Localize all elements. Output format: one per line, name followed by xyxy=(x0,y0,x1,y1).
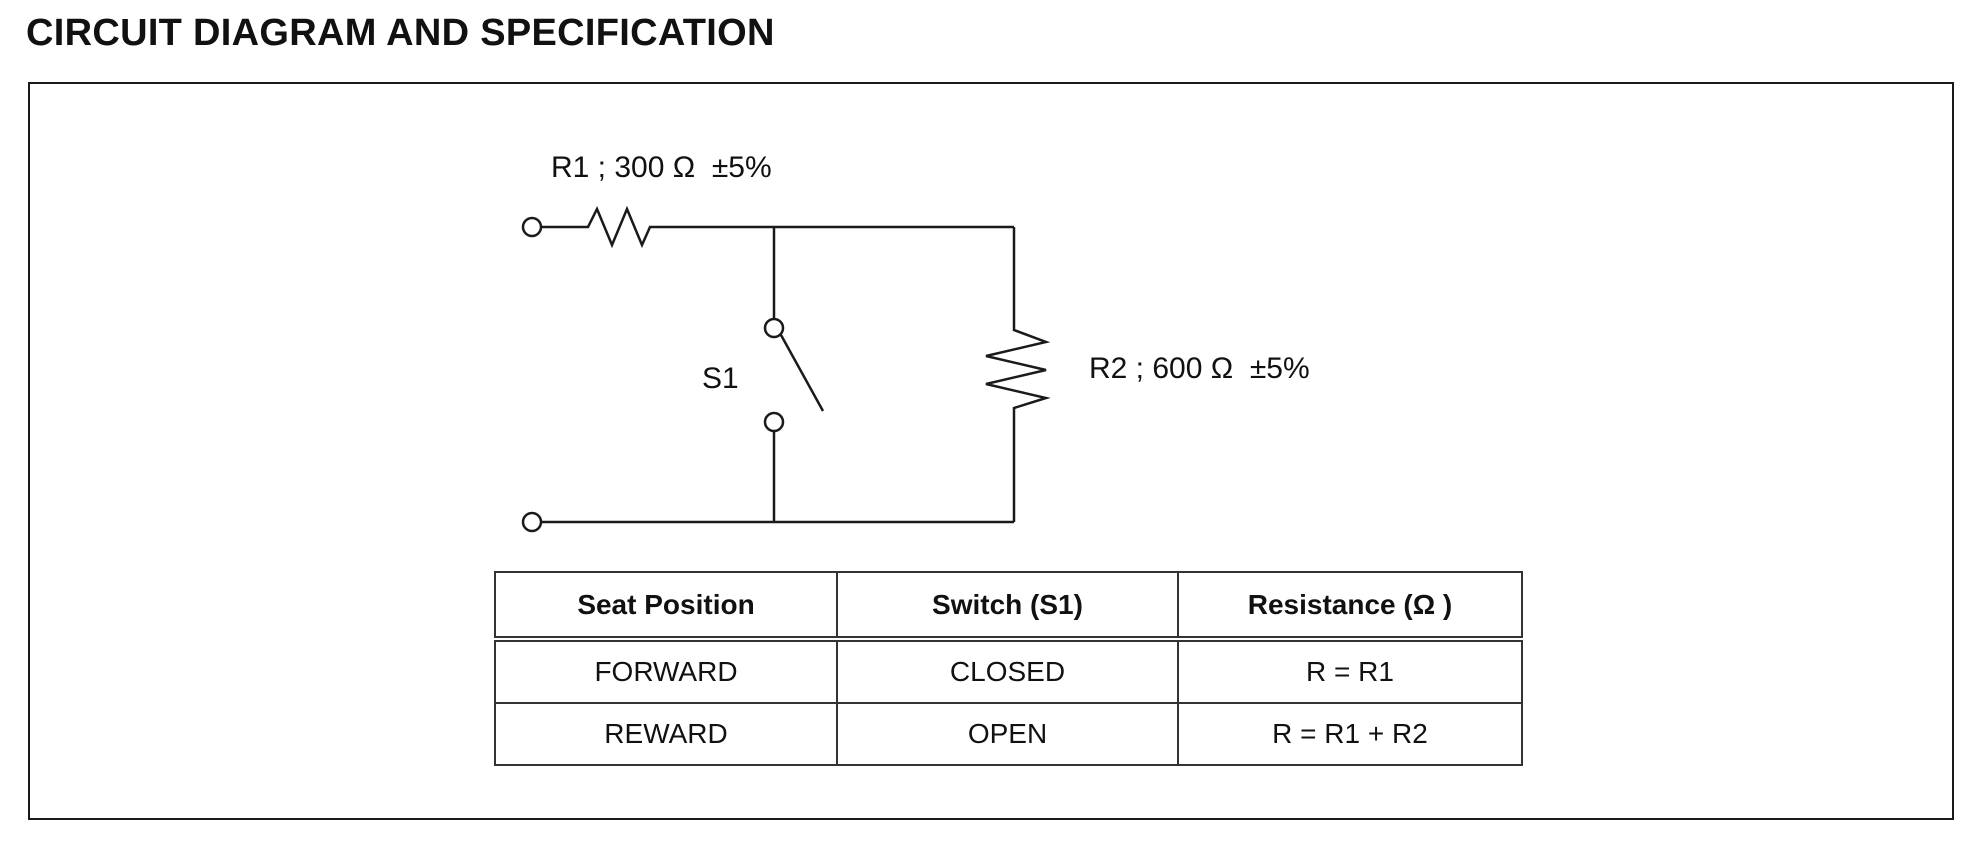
header-resistance: Resistance (Ω ) xyxy=(1177,571,1523,642)
r1-label: R1 ; 300 Ω ±5% xyxy=(551,151,772,184)
r2-label: R2 ; 600 Ω ±5% xyxy=(1089,352,1310,385)
cell-resistance: R = R1 + R2 xyxy=(1177,702,1523,766)
terminal-top xyxy=(521,216,543,238)
switch-contact-top xyxy=(763,317,785,339)
cell-switch-state: OPEN xyxy=(836,702,1179,766)
diagram-frame xyxy=(28,82,1954,820)
switch-contact-bottom xyxy=(763,411,785,433)
table-row: REWARD OPEN R = R1 + R2 xyxy=(494,702,1523,766)
terminal-bottom xyxy=(521,511,543,533)
resistor-r2 xyxy=(985,227,1051,522)
switch-blade xyxy=(779,334,825,412)
s1-label: S1 xyxy=(702,362,739,395)
resistor-r1 xyxy=(541,205,1014,249)
specification-table: Seat Position Switch (S1) Resistance (Ω … xyxy=(494,571,1523,766)
cell-seat-position: FORWARD xyxy=(494,638,838,704)
page-title: CIRCUIT DIAGRAM AND SPECIFICATION xyxy=(26,12,775,54)
table-row: FORWARD CLOSED R = R1 xyxy=(494,638,1523,704)
cell-resistance: R = R1 xyxy=(1177,638,1523,704)
table-header-row: Seat Position Switch (S1) Resistance (Ω … xyxy=(494,571,1523,642)
header-switch: Switch (S1) xyxy=(836,571,1179,642)
cell-switch-state: CLOSED xyxy=(836,638,1179,704)
header-seat-position: Seat Position xyxy=(494,571,838,642)
cell-seat-position: REWARD xyxy=(494,702,838,766)
